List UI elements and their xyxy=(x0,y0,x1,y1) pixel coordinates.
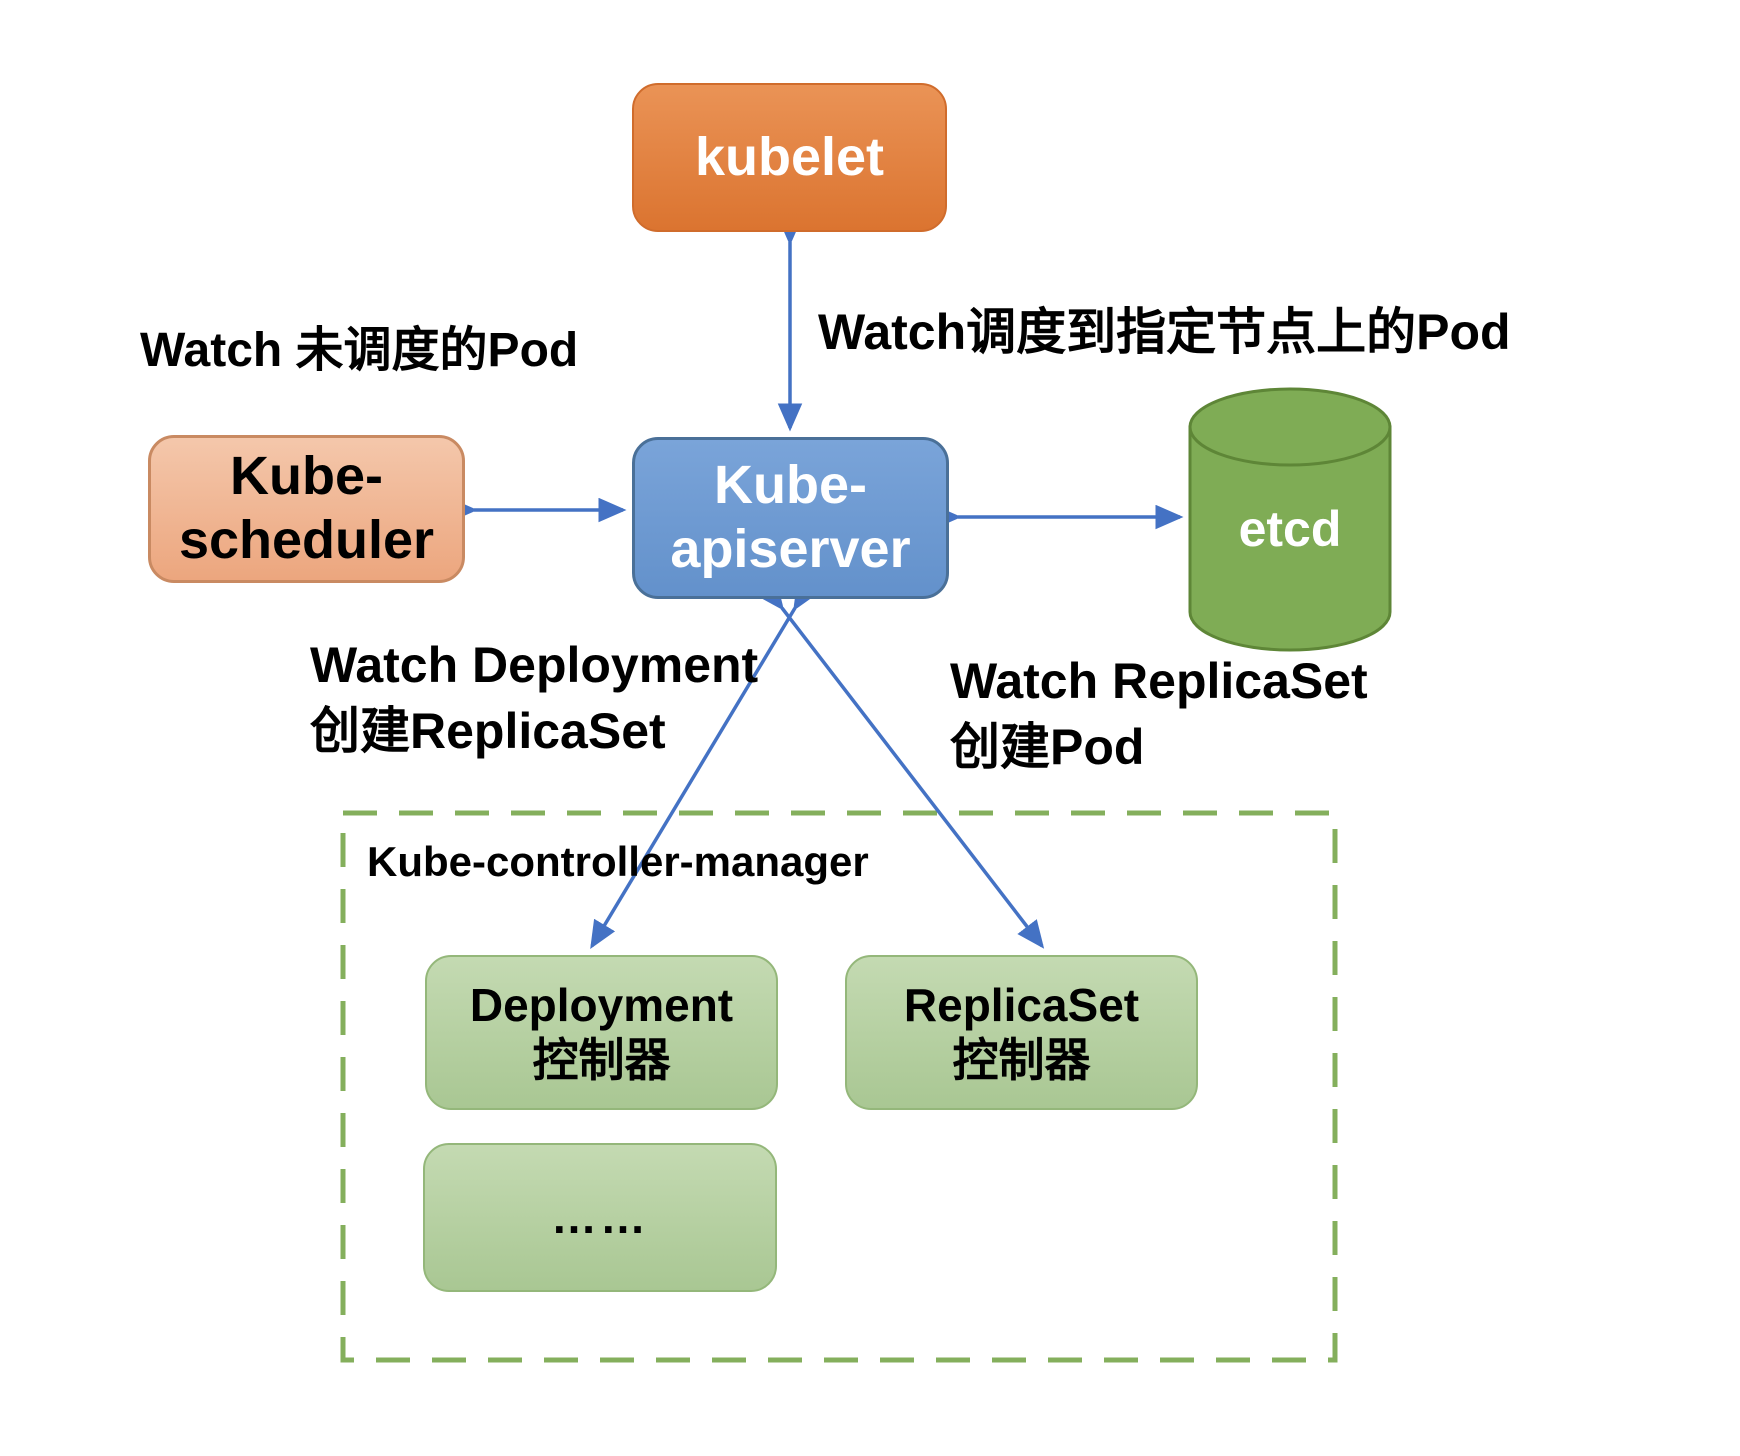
deployment-controller-label-en: Deployment xyxy=(469,979,734,1032)
etcd-node: etcd xyxy=(1190,500,1390,558)
kubelet-node: kubelet xyxy=(632,83,947,232)
label-watch-scheduled-pod: Watch调度到指定节点上的Pod xyxy=(818,304,1511,360)
kube-apiserver-node: Kube-apiserver xyxy=(632,437,949,599)
label-watch-deployment: Watch Deployment 创建ReplicaSet xyxy=(310,632,758,764)
deployment-controller-label-zh: 控制器 xyxy=(532,1033,671,1086)
deployment-controller-node: Deployment 控制器 xyxy=(425,955,778,1110)
kube-scheduler-label: Kube-scheduler xyxy=(178,446,435,570)
more-controllers-label: …… xyxy=(551,1191,649,1244)
kube-scheduler-node: Kube-scheduler xyxy=(148,435,465,583)
label-watch-deployment-line2: 创建ReplicaSet xyxy=(310,703,666,759)
controller-manager-dashed-border xyxy=(340,810,1338,1363)
replicaset-controller-label-zh: 控制器 xyxy=(952,1033,1091,1086)
kubelet-label: kubelet xyxy=(694,126,885,187)
etcd-label: etcd xyxy=(1238,501,1342,557)
replicaset-controller-node: ReplicaSet 控制器 xyxy=(845,955,1198,1110)
label-watch-unscheduled-pod: Watch 未调度的Pod xyxy=(140,324,579,377)
arrow-apiserver-replicaset-controller xyxy=(757,581,1045,949)
etcd-cylinder-shape xyxy=(1188,387,1392,652)
kube-apiserver-label: Kube-apiserver xyxy=(670,455,911,579)
more-controllers-node: …… xyxy=(423,1143,777,1292)
replicaset-controller-label-en: ReplicaSet xyxy=(903,979,1140,1032)
kube-controller-manager-title: Kube-controller-manager xyxy=(367,838,869,885)
label-watch-replicaset-line2: 创建Pod xyxy=(950,719,1145,775)
label-watch-replicaset-line1: Watch ReplicaSet xyxy=(950,653,1368,709)
label-watch-replicaset: Watch ReplicaSet 创建Pod xyxy=(950,648,1368,780)
label-watch-deployment-line1: Watch Deployment xyxy=(310,637,759,693)
